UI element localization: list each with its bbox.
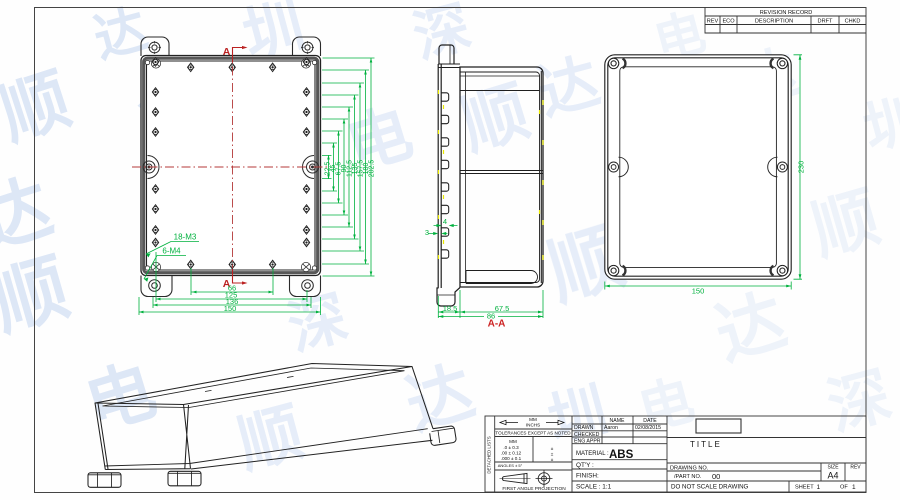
svg-text:INCHS: INCHS bbox=[526, 423, 540, 428]
svg-text:A: A bbox=[223, 278, 231, 290]
svg-text:66: 66 bbox=[228, 284, 236, 293]
svg-text:REV: REV bbox=[850, 465, 861, 471]
svg-text:CHKD: CHKD bbox=[845, 18, 861, 24]
svg-text:45: 45 bbox=[330, 165, 337, 173]
svg-text:.000 ± 0.1: .000 ± 0.1 bbox=[501, 456, 522, 461]
svg-text:Aaron: Aaron bbox=[604, 425, 618, 431]
svg-text:TOLERANCES EXCEPT AS NOTED: TOLERANCES EXCEPT AS NOTED bbox=[495, 430, 571, 435]
svg-text:DESCRIPTION: DESCRIPTION bbox=[755, 18, 793, 24]
svg-text:CHECKED: CHECKED bbox=[574, 432, 600, 438]
svg-text:DATE: DATE bbox=[643, 418, 657, 424]
svg-text:4: 4 bbox=[443, 217, 447, 226]
svg-text:TITLE: TITLE bbox=[690, 440, 722, 449]
svg-text:REVISION RECORD: REVISION RECORD bbox=[760, 10, 813, 16]
svg-text:NAME: NAME bbox=[610, 418, 626, 424]
svg-text:±: ± bbox=[551, 457, 554, 462]
svg-text:02/08/2015: 02/08/2015 bbox=[635, 425, 661, 431]
svg-text:FINISH:: FINISH: bbox=[576, 473, 599, 480]
svg-text:DRFT: DRFT bbox=[818, 18, 833, 24]
svg-text:18.5: 18.5 bbox=[443, 304, 458, 313]
svg-text:230: 230 bbox=[797, 161, 806, 174]
svg-text:MM: MM bbox=[509, 439, 517, 444]
svg-text:ANGLES ± 5°: ANGLES ± 5° bbox=[498, 463, 523, 468]
svg-text:22.5: 22.5 bbox=[325, 162, 332, 176]
svg-text:QT'Y :: QT'Y : bbox=[576, 462, 594, 469]
svg-text:150: 150 bbox=[692, 287, 705, 296]
svg-text:.0 ± 0.3: .0 ± 0.3 bbox=[503, 445, 519, 450]
svg-text:6-M4: 6-M4 bbox=[162, 247, 181, 256]
svg-text:112.5: 112.5 bbox=[347, 160, 354, 177]
svg-text:135: 135 bbox=[352, 163, 359, 175]
svg-text:SCALE : 1:1: SCALE : 1:1 bbox=[576, 484, 612, 491]
svg-text:1: 1 bbox=[852, 484, 856, 491]
svg-text:86: 86 bbox=[487, 312, 495, 321]
svg-text:.00 ± 0.12: .00 ± 0.12 bbox=[501, 451, 522, 456]
svg-text:FIRST ANGLE PROJECTION: FIRST ANGLE PROJECTION bbox=[502, 486, 566, 492]
svg-text:MATERIAL :: MATERIAL : bbox=[576, 451, 609, 457]
svg-text:18-M3: 18-M3 bbox=[174, 233, 197, 242]
svg-text:ENG APPR: ENG APPR bbox=[574, 438, 601, 444]
svg-text:125: 125 bbox=[225, 291, 238, 300]
svg-text:3: 3 bbox=[425, 228, 429, 237]
svg-text:67.5: 67.5 bbox=[495, 304, 510, 313]
svg-text:REV: REV bbox=[707, 18, 719, 24]
svg-text:/PART NO.: /PART NO. bbox=[674, 474, 702, 480]
svg-text:202.5: 202.5 bbox=[369, 160, 376, 178]
svg-text:DO NOT SCALE DRAWING: DO NOT SCALE DRAWING bbox=[671, 484, 749, 491]
svg-text:ABS: ABS bbox=[609, 449, 634, 461]
svg-text:150: 150 bbox=[224, 304, 237, 313]
svg-text:SIZE: SIZE bbox=[827, 465, 839, 471]
svg-text:180: 180 bbox=[363, 163, 370, 175]
svg-text:90: 90 bbox=[341, 165, 348, 173]
svg-text:A4: A4 bbox=[827, 471, 838, 481]
svg-text:157.5: 157.5 bbox=[358, 160, 365, 178]
svg-text:MM: MM bbox=[529, 417, 537, 422]
svg-text:SHEET: SHEET bbox=[795, 485, 814, 491]
svg-text:00: 00 bbox=[712, 472, 720, 481]
svg-text:DRAWN: DRAWN bbox=[574, 425, 594, 431]
svg-text:OF: OF bbox=[840, 485, 848, 491]
svg-text:67.5: 67.5 bbox=[336, 162, 343, 176]
svg-text:ECO: ECO bbox=[722, 18, 735, 24]
svg-text:A-A: A-A bbox=[488, 319, 506, 330]
svg-text:A: A bbox=[223, 46, 231, 58]
svg-text:136: 136 bbox=[226, 297, 239, 306]
svg-text:DRAWING NO.: DRAWING NO. bbox=[670, 466, 709, 472]
svg-text:1: 1 bbox=[817, 484, 821, 491]
svg-text:DETACHED LISTS: DETACHED LISTS bbox=[487, 436, 492, 473]
svg-text:±: ± bbox=[551, 452, 554, 457]
svg-text:±: ± bbox=[551, 446, 554, 451]
